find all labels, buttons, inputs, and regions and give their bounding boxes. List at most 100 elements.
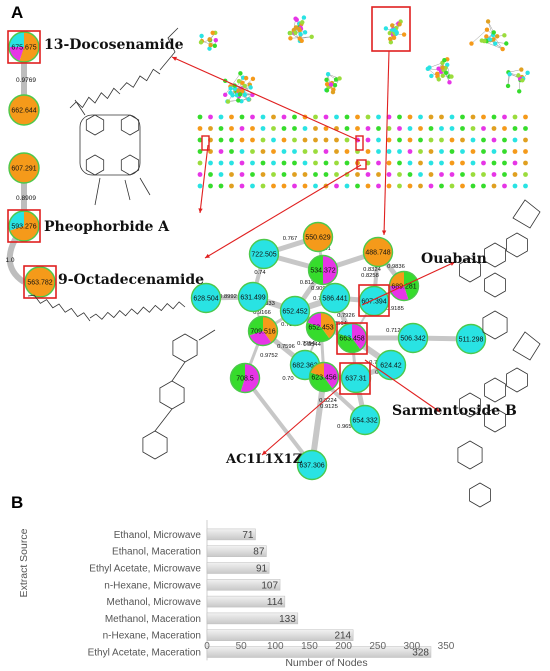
overview-node	[386, 172, 392, 177]
node-slice	[307, 312, 321, 327]
category-label-2: Ethyl Acetate, Microwave	[89, 564, 201, 575]
overview-node	[355, 183, 360, 189]
overview-node	[324, 77, 329, 83]
overview-node	[309, 34, 314, 39]
overview-node	[313, 172, 318, 177]
overview-node	[281, 137, 287, 143]
x-tick-label-0: 0	[204, 641, 210, 652]
node-border	[362, 236, 394, 268]
overview-node	[469, 41, 474, 46]
ring	[159, 380, 185, 410]
node-label: 628.504	[193, 296, 218, 303]
overview-node	[491, 114, 497, 120]
x-tick-label-7: 350	[438, 641, 455, 652]
edge-label: 0.7926	[337, 313, 355, 319]
overview-node	[439, 183, 444, 189]
highlight-box-mid	[355, 135, 364, 151]
overview-node	[334, 137, 339, 143]
node-593-276: 593.276	[8, 210, 40, 242]
overview-node	[250, 114, 255, 120]
node-border	[375, 349, 407, 381]
ring	[506, 232, 528, 258]
node-label: 607.394	[361, 299, 386, 306]
category-label-6: n-Hexane, Maceration	[103, 631, 201, 642]
node-fill	[25, 267, 55, 297]
overview-node	[212, 43, 218, 48]
overview-edge	[429, 62, 443, 68]
node-label: 506.342	[400, 336, 425, 343]
category-label-5: Methanol, Maceration	[105, 614, 201, 625]
overview-node	[418, 160, 423, 166]
overview-node	[355, 172, 360, 177]
overview-node	[386, 160, 392, 166]
highlight-box-2	[23, 265, 57, 299]
node-slice	[9, 47, 24, 62]
callout-arrow	[261, 386, 341, 456]
overview-edge	[235, 84, 250, 90]
overview-node	[323, 160, 329, 166]
overview-node	[228, 90, 233, 95]
node-label: 708.5	[236, 376, 254, 383]
overview-node	[271, 114, 276, 120]
x-tick-label-2: 100	[267, 641, 284, 652]
category-label-0: Ethanol, Microwave	[114, 530, 202, 541]
node-label: 607.291	[11, 166, 36, 173]
node-label: 652.453	[308, 325, 333, 332]
macrocycle	[79, 114, 141, 176]
x-tick-label-6: 300	[404, 641, 421, 652]
overview-node	[460, 149, 465, 154]
node-slice	[308, 255, 323, 285]
overview-node	[470, 149, 476, 154]
overview-node	[281, 172, 287, 177]
cluster-left: 675.675662.644607.291593.276563.7820.976…	[5, 30, 57, 299]
overview-node	[397, 22, 402, 27]
overview-node	[365, 172, 371, 177]
bar-5	[206, 612, 299, 625]
overview-node	[470, 172, 476, 177]
overview-node	[407, 183, 413, 189]
overview-node	[436, 77, 441, 82]
category-label-1: Ethanol, Maceration	[112, 547, 201, 558]
edge-label: 0.8324	[363, 267, 382, 273]
category-label-7: Ethyl Acetate, Maceration	[88, 648, 201, 659]
node-slice	[9, 32, 24, 47]
overview-node	[323, 172, 329, 177]
overview-node	[323, 126, 329, 131]
callout-arrow	[171, 56, 361, 142]
node-fill	[297, 450, 327, 480]
node-fill	[359, 286, 389, 316]
overview-node	[502, 126, 507, 131]
node-label: 550.629	[305, 235, 330, 242]
overview-node	[344, 183, 350, 189]
overview-node	[365, 137, 371, 143]
arrow-head	[205, 253, 210, 258]
overview-node	[260, 126, 266, 131]
overview-node	[525, 70, 530, 76]
overview-node	[238, 71, 243, 76]
value-label-5: 133	[279, 614, 296, 625]
value-label-1: 87	[253, 547, 265, 558]
overview-node	[401, 32, 407, 37]
overview-node	[523, 137, 528, 143]
compound-label-13-docosenamide: 13-Docosenamide	[44, 37, 184, 53]
overview-node	[418, 126, 423, 131]
node-654-332: 654.332	[349, 404, 381, 436]
overview-node	[487, 37, 493, 42]
overview-node	[334, 160, 339, 166]
compound-label-ouabain: Ouabain	[421, 251, 487, 267]
ring	[120, 114, 140, 136]
node-border	[279, 295, 311, 327]
overview-node	[376, 126, 381, 131]
overview-node	[239, 126, 245, 131]
overview-node	[386, 114, 392, 120]
overview-node	[376, 172, 381, 177]
overview-node	[470, 183, 476, 189]
ring	[120, 154, 140, 176]
overview-node	[334, 172, 339, 177]
node-689-281: 689.281	[388, 270, 420, 302]
overview-node	[288, 36, 293, 41]
overview-node	[197, 114, 203, 120]
overview-node	[302, 149, 308, 154]
node-label: 563.782	[27, 280, 52, 287]
overview-node	[484, 27, 490, 32]
